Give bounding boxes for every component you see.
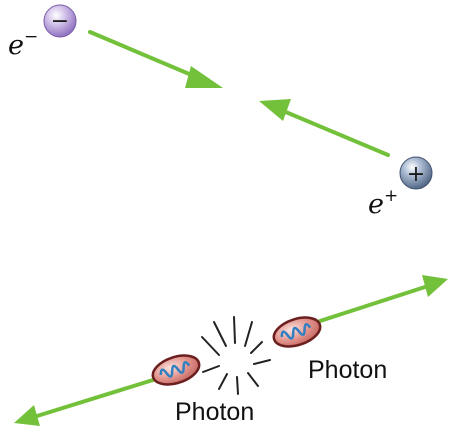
positron-charge-glyph: +: [407, 162, 425, 187]
positron-motion-arrow: [259, 99, 390, 157]
positron-symbol: e: [368, 189, 384, 220]
right-photon: [272, 316, 322, 348]
electron-sphere: [43, 4, 77, 38]
right-photon-body: [272, 316, 322, 348]
left-photon-body: [151, 354, 201, 386]
electron-superscript: −: [24, 27, 38, 47]
annihilation-flash: [201, 316, 271, 395]
electron: e− −: [8, 4, 77, 61]
electron-label: e−: [8, 27, 38, 61]
electron-motion-arrow: [88, 30, 223, 88]
right-photon-label: Photon: [308, 356, 387, 384]
left-photon-arrow: [14, 378, 155, 426]
positron-sphere: [399, 156, 433, 190]
left-photon: [151, 354, 201, 386]
right-photon-arrow: [318, 275, 448, 323]
electron-charge-glyph: −: [51, 9, 69, 34]
right-photon-wave-icon: [280, 323, 312, 340]
left-photon-label: Photon: [175, 398, 254, 426]
positron-superscript: +: [384, 186, 398, 206]
positron: + e+: [368, 156, 433, 220]
positron-label: e+: [368, 186, 398, 220]
electron-symbol: e: [8, 30, 24, 61]
left-photon-wave-icon: [159, 361, 191, 378]
